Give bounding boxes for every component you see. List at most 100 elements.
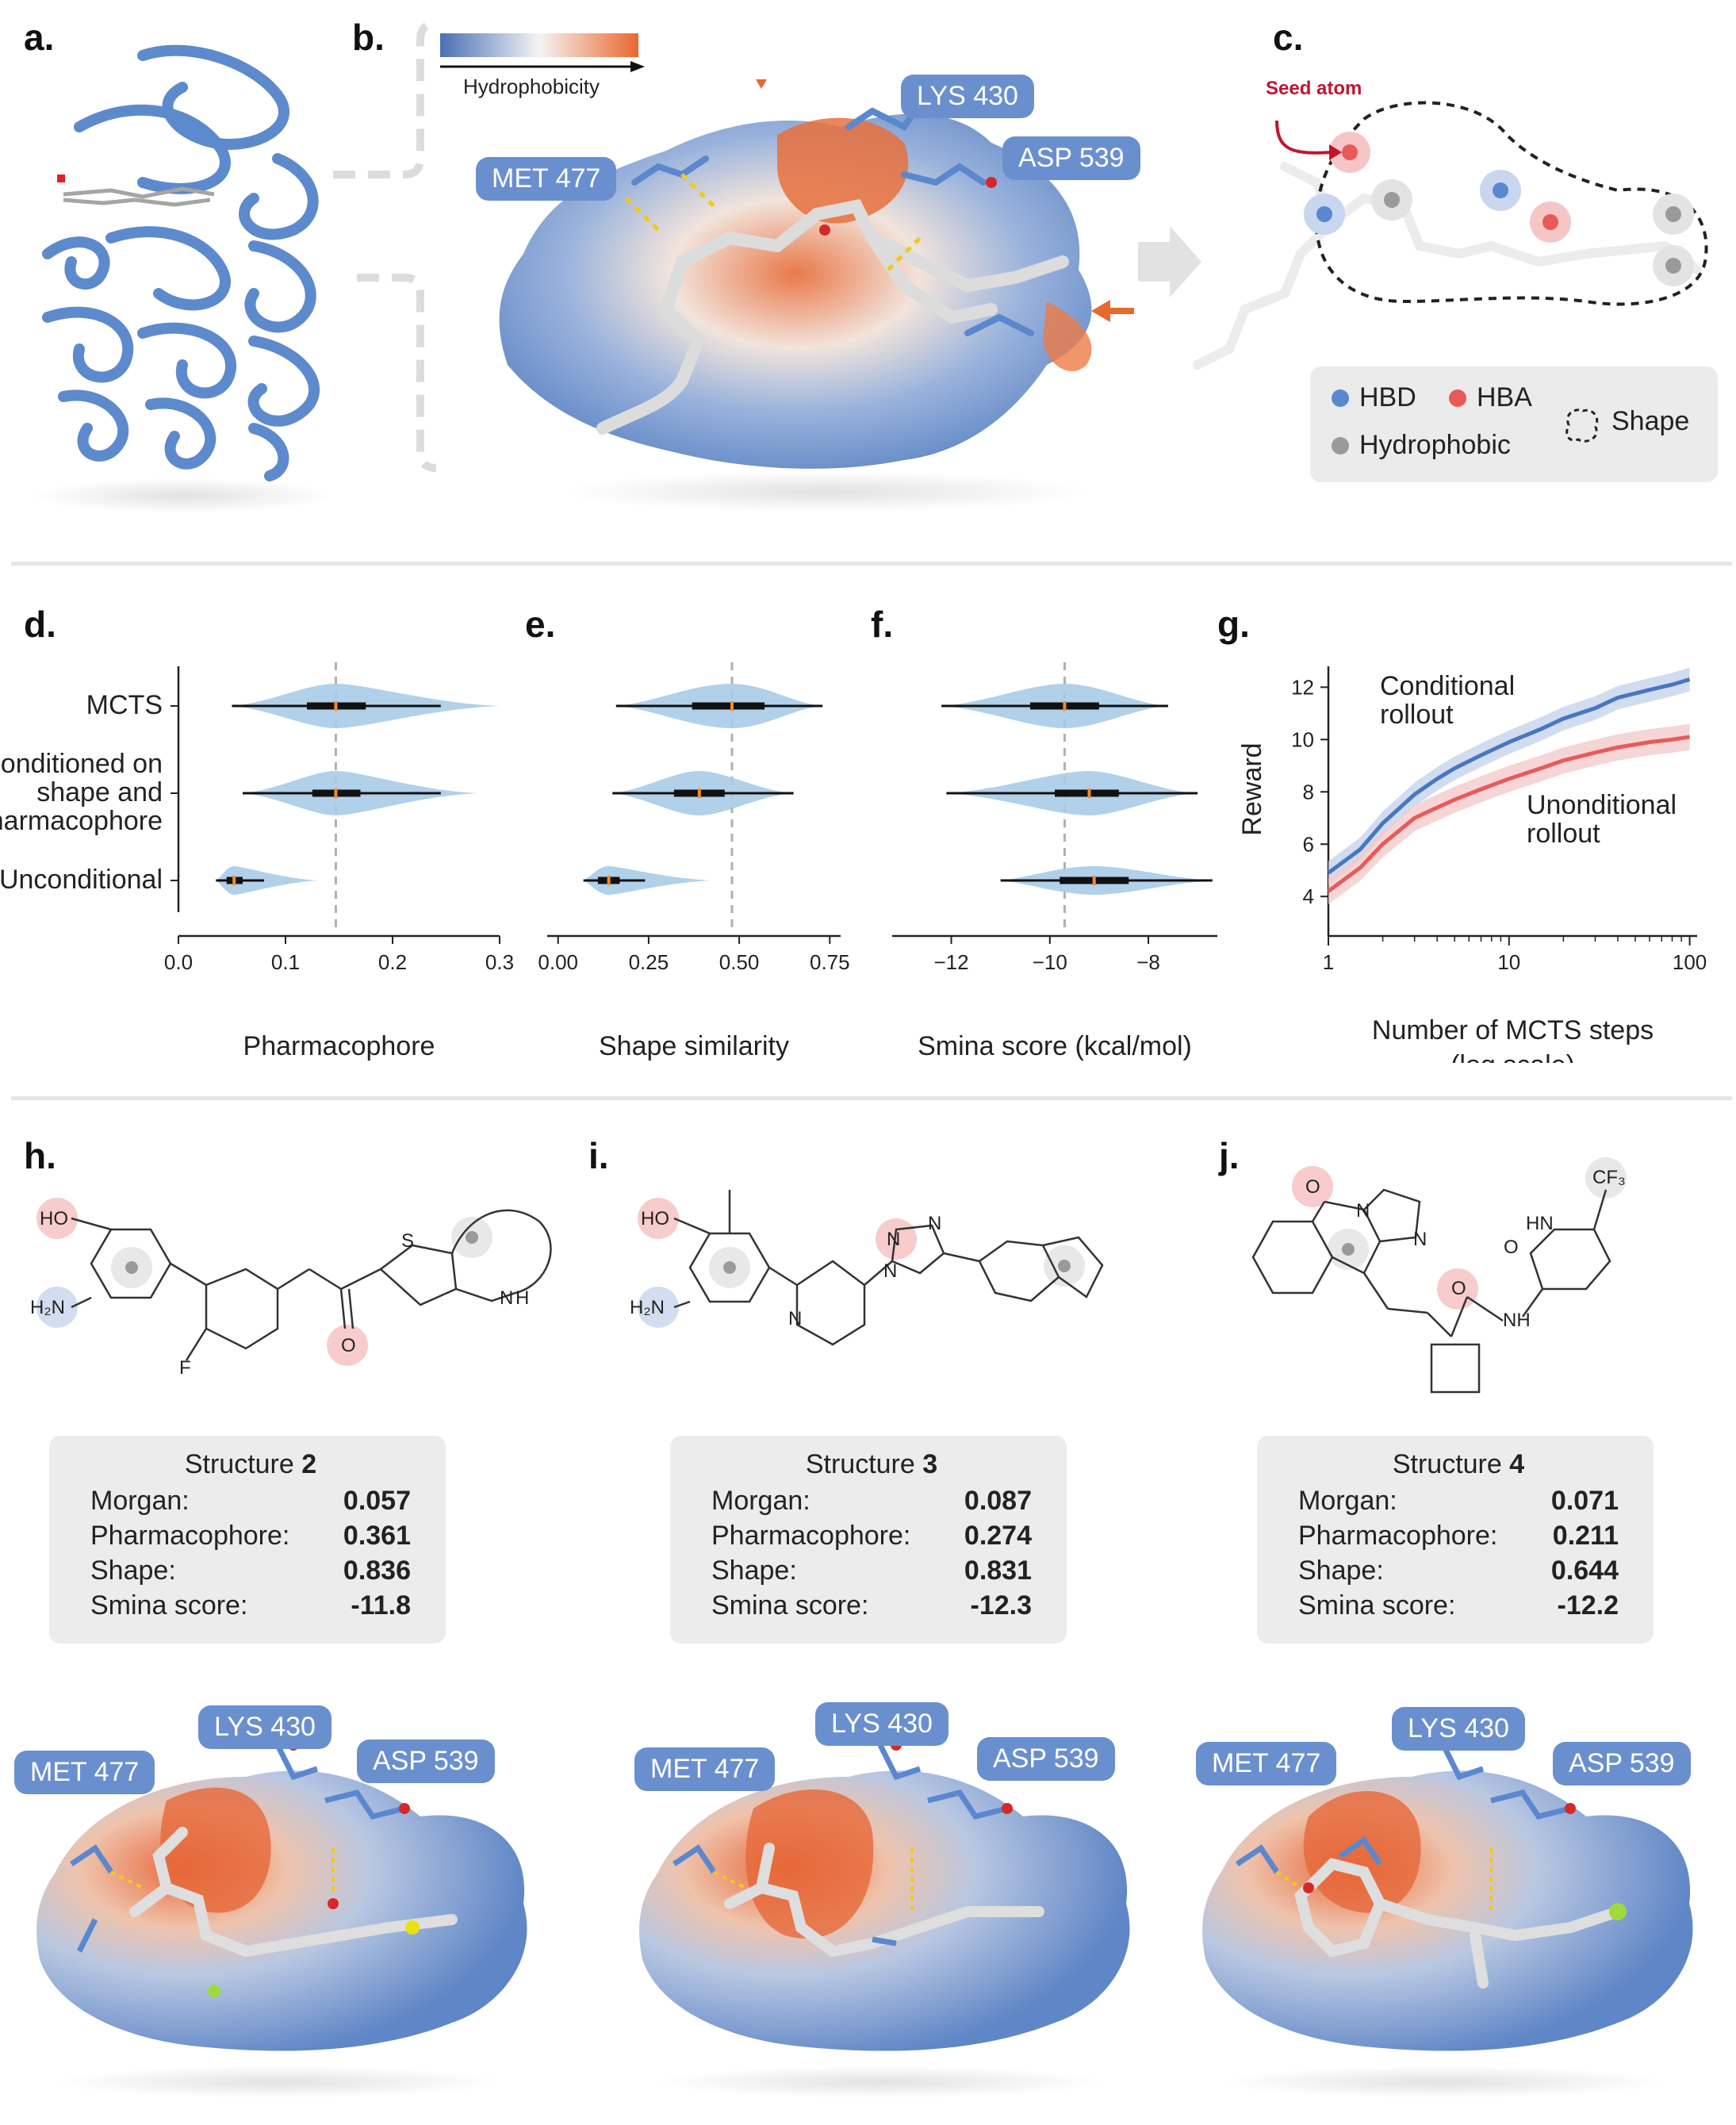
s3-residue-lys430: LYS 430: [815, 1702, 948, 1746]
y-tick-label: 6: [1303, 832, 1314, 856]
structure-4-molecule: O N N O HN O NH CF₃: [1251, 1157, 1627, 1394]
x-tick-label: 0.75: [810, 950, 850, 974]
x-axis-label: (log scale): [1450, 1050, 1575, 1063]
y-tick-label: 8: [1303, 780, 1314, 804]
y-tick-label: 4: [1303, 884, 1314, 908]
metric-value: -12.2: [1557, 1590, 1619, 1621]
y-category-label: pharmacophore: [0, 806, 163, 836]
s2-residue-lys430: LYS 430: [198, 1705, 331, 1749]
violin-body: [583, 866, 711, 895]
atom-o-pyridone: O: [1504, 1237, 1519, 1258]
structure-2-number: 2: [301, 1449, 317, 1479]
x-tick-label: 0.00: [538, 950, 578, 974]
x-tick-label: 0.1: [271, 950, 300, 974]
metric-label: Morgan:: [711, 1486, 811, 1516]
structure-3-info: Structure 3 Morgan:0.087 Pharmacophore:0…: [670, 1436, 1067, 1644]
protein-ribbon-illustration: [32, 44, 333, 513]
metric-value: -12.3: [970, 1590, 1033, 1621]
structure-3-molecule: HO H₂N N N N N: [630, 1190, 1104, 1346]
metric-value: 0.211: [1552, 1521, 1619, 1551]
colorbar-arrow: [440, 61, 645, 72]
panel-label-j: j.: [1219, 1135, 1240, 1176]
x-axis-label: Number of MCTS steps: [1372, 1015, 1654, 1045]
y-category-label: Unconditional: [0, 865, 163, 895]
panel-label-f: f.: [871, 604, 894, 645]
x-tick-label: 0.25: [629, 950, 669, 974]
panel-label-d: d.: [24, 604, 56, 645]
x-tick-label: 10: [1497, 950, 1520, 974]
atom-n-triazole-1: N: [887, 1229, 900, 1250]
legend-hba: HBA: [1477, 382, 1532, 412]
metric-value: 0.057: [343, 1486, 411, 1516]
structure-4-title: Structure: [1392, 1449, 1510, 1479]
y-tick-label: 12: [1291, 675, 1314, 699]
metric-label: Pharmacophore:: [1298, 1521, 1498, 1551]
structure-2-title: Structure: [184, 1449, 302, 1479]
atom-n-imidazole: N: [1413, 1229, 1427, 1250]
structure-3-number: 3: [922, 1449, 938, 1479]
atom-nh: NH: [1503, 1310, 1531, 1331]
structure-2-info: Structure 2 Morgan:0.057 Pharmacophore:0…: [49, 1436, 446, 1644]
atom-n-triazole-2: N: [928, 1213, 941, 1234]
panel-label-c: c.: [1273, 17, 1304, 58]
structure-4-number: 4: [1509, 1449, 1525, 1479]
x-tick-label: 0.3: [485, 950, 514, 974]
atom-f: F: [179, 1357, 191, 1379]
atom-h2n: H₂N: [30, 1297, 65, 1318]
atom-ho: HO: [641, 1208, 669, 1229]
atom-o-ketone: O: [1305, 1176, 1320, 1198]
structure-3-title: Structure: [805, 1449, 923, 1479]
x-tick-label: −8: [1136, 950, 1160, 974]
atom-n: N: [500, 1287, 513, 1309]
x-tick-label: 0.50: [719, 950, 760, 974]
legend-hydrophobic: Hydrophobic: [1359, 430, 1511, 460]
atom-n-ring: N: [1356, 1200, 1370, 1222]
y-category-label: MCTS: [86, 690, 163, 720]
panel-label-a: a.: [24, 17, 55, 58]
series-label: rollout: [1380, 700, 1454, 730]
metric-label: Pharmacophore:: [90, 1521, 290, 1551]
metric-label: Smina score:: [711, 1590, 869, 1621]
y-axis-label: Reward: [1237, 742, 1267, 835]
x-tick-label: −10: [1033, 950, 1067, 974]
metric-value: -11.8: [351, 1590, 411, 1621]
residue-label-asp539: ASP 539: [1002, 136, 1140, 180]
structure-2-molecule: HO H₂N F O S N H: [30, 1198, 552, 1379]
x-tick-label: 0.2: [378, 950, 407, 974]
panel-label-h: h.: [24, 1135, 56, 1176]
metric-value: 0.831: [964, 1555, 1032, 1586]
metric-value: 0.361: [343, 1521, 411, 1551]
docking-pose-illustrations: [36, 1740, 1693, 2098]
pharmacophore-illustration: [1193, 101, 1708, 370]
s4-residue-lys430: LYS 430: [1392, 1707, 1525, 1751]
s2-residue-asp539: ASP 539: [357, 1740, 495, 1783]
series-line: [1327, 677, 1691, 875]
x-tick-label: 0.0: [164, 950, 193, 974]
atom-s: S: [401, 1230, 414, 1252]
metric-value: 0.836: [343, 1555, 411, 1586]
series-line: [1327, 735, 1690, 893]
series-label: Unonditional: [1527, 790, 1677, 820]
s4-residue-asp539: ASP 539: [1553, 1742, 1691, 1786]
metric-label: Smina score:: [90, 1590, 248, 1621]
residue-label-lys430: LYS 430: [901, 75, 1034, 118]
series-label: Conditional: [1380, 671, 1515, 701]
s2-residue-met477: MET 477: [14, 1751, 155, 1794]
transform-arrow: [1138, 226, 1201, 297]
metric-value: 0.274: [964, 1521, 1032, 1551]
metric-label: Morgan:: [1298, 1486, 1397, 1516]
metric-label: Shape:: [711, 1555, 797, 1586]
hydrophobicity-colorbar: [440, 33, 638, 57]
atom-hn: HN: [1526, 1213, 1554, 1234]
x-tick-label: −12: [933, 950, 968, 974]
panel-label-g: g.: [1217, 604, 1250, 645]
section-divider-2: [11, 1096, 1732, 1100]
s3-residue-asp539: ASP 539: [977, 1737, 1115, 1781]
x-axis-label: Pharmacophore: [243, 1031, 435, 1061]
x-axis-label: Shape similarity: [599, 1031, 789, 1061]
x-axis-label: Smina score (kcal/mol): [918, 1031, 1192, 1061]
y-category-label: Conditioned on: [0, 749, 163, 779]
metric-value: 0.071: [1550, 1486, 1619, 1516]
